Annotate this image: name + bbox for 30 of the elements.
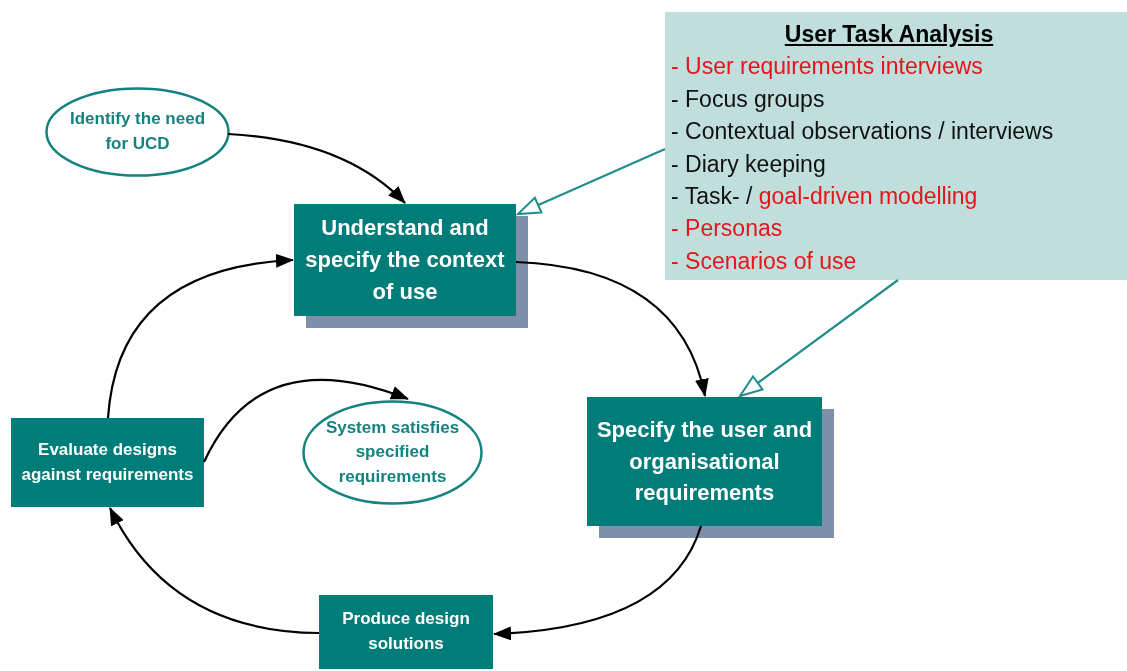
list-item: - Scenarios of use	[671, 247, 857, 274]
list-item: - User requirements interviews	[671, 53, 983, 80]
list-item: - Contextual observations / interviews	[671, 118, 1054, 145]
process-box	[294, 204, 516, 316]
arrow	[515, 260, 708, 397]
list-item: - Task- /	[671, 183, 753, 210]
process-box	[587, 397, 822, 526]
arrow	[203, 378, 409, 463]
list-item: goal-driven modelling	[758, 183, 978, 210]
node-label: System satisfies specified requirements	[324, 416, 461, 488]
node-label: Produce design solutions	[341, 608, 471, 655]
pointer-arrow	[517, 148, 666, 215]
start-ellipse	[45, 87, 230, 177]
node-label: Evaluate designs against requirements	[20, 438, 195, 486]
panel-heading: User Task Analysis	[783, 20, 995, 49]
process-box	[11, 418, 204, 507]
info-panel	[665, 12, 1127, 280]
arrow	[109, 507, 320, 635]
process-box	[319, 595, 493, 669]
node-label: Understand and specify the context of use	[304, 214, 506, 306]
arrow	[227, 132, 406, 204]
list-item: - Focus groups	[671, 85, 825, 112]
list-item: - Diary keeping	[671, 150, 826, 177]
node-label: Specify the user and organisational requirements	[595, 415, 814, 508]
list-item: - Personas	[671, 215, 783, 242]
arrow	[493, 525, 703, 640]
end-ellipse	[302, 400, 483, 505]
node-label: Identify the need for UCD	[68, 108, 207, 155]
arrow	[106, 254, 294, 419]
pointer-arrow	[739, 279, 899, 397]
